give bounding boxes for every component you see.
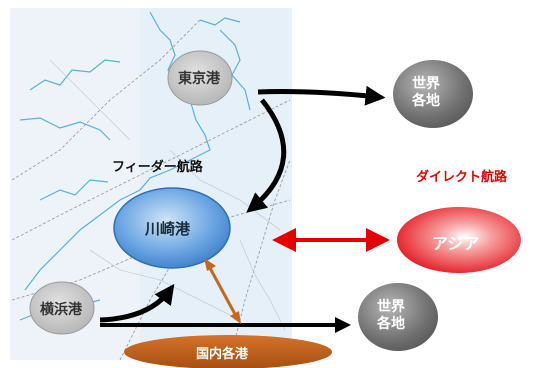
- feeder-curve-arrow: [246, 98, 287, 213]
- asia-bubble: [397, 207, 521, 273]
- yokohama-to-kawasaki-arrow: [99, 283, 175, 323]
- kawasaki-port-marker: [113, 187, 231, 269]
- yokohama-port-label: 横浜港: [40, 302, 82, 318]
- world-bottom-bubble: [358, 283, 438, 351]
- tokyo-to-world-arrow: [257, 85, 386, 106]
- world-top-bubble: [393, 60, 473, 128]
- domestic-link-arrow: [204, 258, 241, 324]
- route-arrows: [99, 85, 390, 333]
- feeder-route-label: フィーダー航路: [112, 160, 203, 175]
- tokyo-port-marker: [167, 50, 233, 106]
- domestic-ports-label: 国内各港: [196, 347, 249, 362]
- domestic-ports-bubble: [124, 335, 332, 368]
- world-top-label: 世界 各地: [412, 76, 440, 109]
- kawasaki-port-label: 川崎港: [145, 220, 191, 238]
- direct-route-arrow: [272, 228, 390, 252]
- asia-label: アジア: [432, 234, 480, 253]
- tokyo-port-label: 東京港: [178, 71, 220, 87]
- yokohama-port-marker: [29, 281, 95, 335]
- world-bottom-label: 世界 各地: [377, 299, 405, 332]
- direct-route-label: ダイレクト航路: [416, 170, 508, 185]
